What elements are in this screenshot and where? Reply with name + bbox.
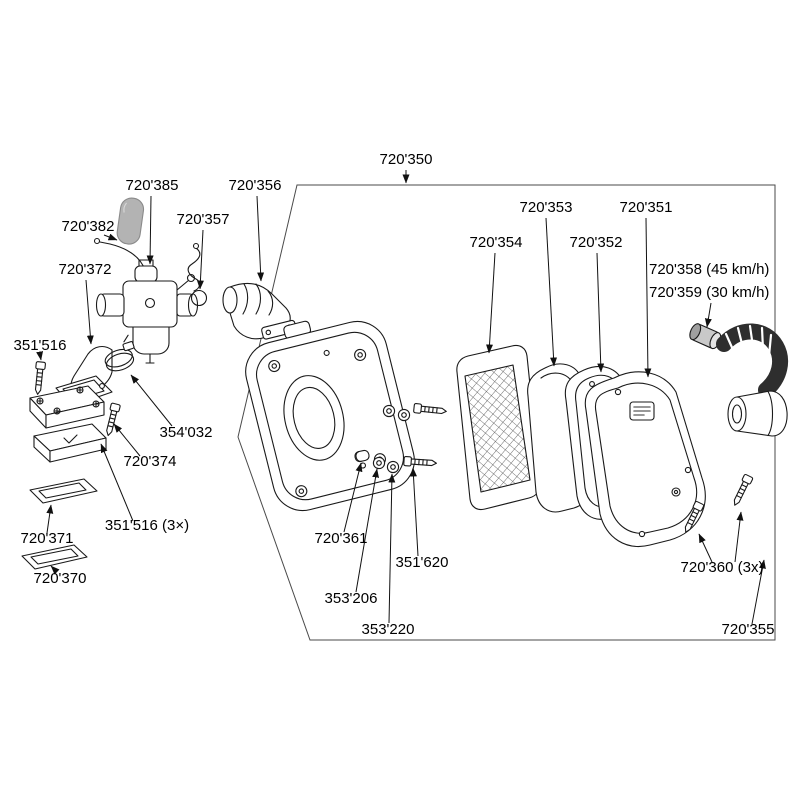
label-353220: 353'220 <box>362 621 415 638</box>
label-354032: 354'032 <box>160 424 213 441</box>
gasket <box>21 544 88 570</box>
label-720382: 720'382 <box>62 218 115 235</box>
screw-720374 <box>103 402 122 438</box>
label-351516-3x: 351'516 (3×) <box>105 517 189 534</box>
airbox-housing <box>245 320 415 512</box>
hose-clamp <box>104 334 135 372</box>
part-labels: 720'350 720'385 720'356 720'382 720'357 … <box>14 151 775 638</box>
label-720359: 720'359 (30 km/h) <box>649 284 769 301</box>
label-720350: 720'350 <box>380 151 433 168</box>
intake-tube <box>716 323 789 437</box>
label-720355: 720'355 <box>722 621 775 638</box>
label-720370: 720'370 <box>34 570 87 587</box>
label-720354: 720'354 <box>470 234 523 251</box>
label-720353: 720'353 <box>520 199 573 216</box>
label-720352: 720'352 <box>570 234 623 251</box>
rubber-cap <box>116 197 145 245</box>
carburetor <box>93 237 199 364</box>
reed-plate <box>29 478 98 504</box>
screw-720360-b <box>730 473 754 508</box>
label-720356: 720'356 <box>229 177 282 194</box>
leader-lines <box>36 170 766 625</box>
fastener-hardware <box>354 402 448 474</box>
label-720372: 720'372 <box>59 261 112 278</box>
reed-valve-block <box>29 385 107 463</box>
cover-logo-mark <box>629 401 655 421</box>
label-720385: 720'385 <box>126 177 179 194</box>
label-720351: 720'351 <box>620 199 673 216</box>
label-720371: 720'371 <box>21 530 74 547</box>
label-351620: 351'620 <box>396 554 449 571</box>
label-720361: 720'361 <box>315 530 368 547</box>
outer-cover <box>584 371 706 547</box>
label-720358: 720'358 (45 km/h) <box>649 261 769 278</box>
label-351516: 351'516 <box>14 337 67 354</box>
label-720360-3x: 720'360 (3x) <box>681 559 764 576</box>
screw-351516 <box>32 360 47 396</box>
assembly-group-outline <box>237 184 776 641</box>
label-720357: 720'357 <box>177 211 230 228</box>
label-353206: 353'206 <box>325 590 378 607</box>
filter-screen <box>456 344 541 511</box>
label-720374: 720'374 <box>124 453 177 470</box>
